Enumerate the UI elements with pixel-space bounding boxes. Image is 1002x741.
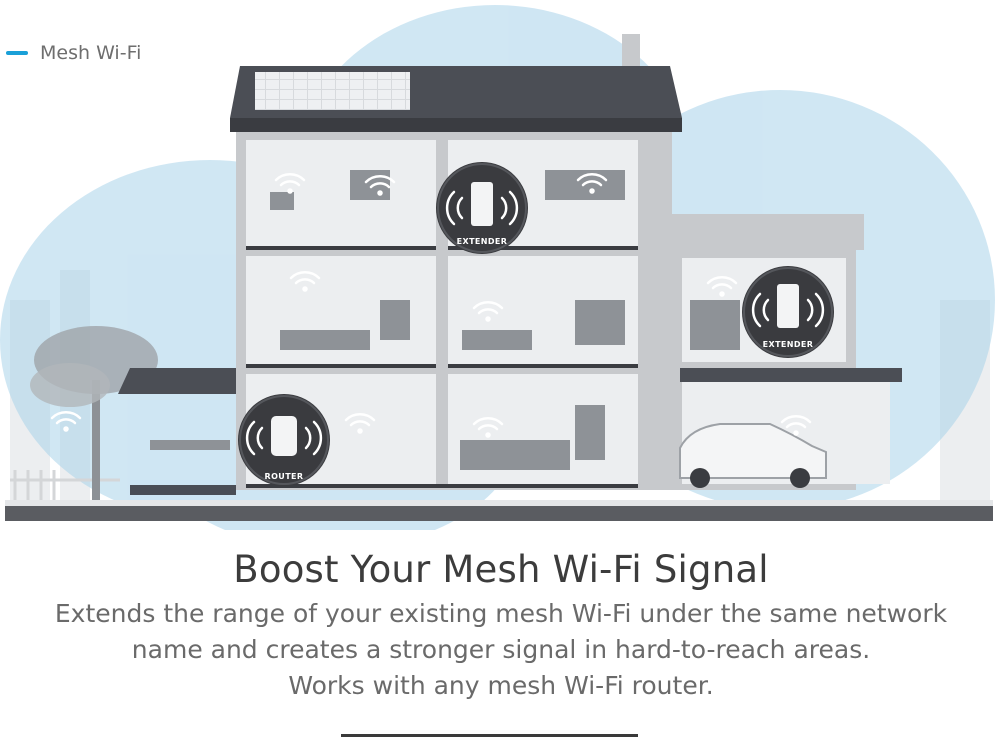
- description-line-1: Extends the range of your existing mesh …: [54, 599, 948, 628]
- extender-label-garage: EXTENDER: [763, 340, 814, 349]
- legend-label: Mesh Wi-Fi: [40, 42, 142, 64]
- description-line-3: Works with any mesh Wi-Fi router.: [288, 671, 714, 700]
- router-label: ROUTER: [265, 472, 304, 481]
- house-illustration: EXTENDER EXTENDER ROUTER: [0, 5, 995, 530]
- router-device-icon: [271, 416, 297, 456]
- patio-awning: [118, 368, 236, 394]
- car-icon: [679, 423, 827, 488]
- extender-device-icon: [471, 182, 493, 226]
- annex-roof: [672, 214, 864, 250]
- solar-panel: [255, 72, 410, 110]
- chimney: [622, 34, 640, 68]
- wifi-icons: [50, 173, 812, 438]
- headline: Boost Your Mesh Wi-Fi Signal: [233, 548, 769, 591]
- legend-swatch: [6, 51, 28, 55]
- extender-label-upper: EXTENDER: [457, 237, 508, 246]
- legend: Mesh Wi-Fi: [6, 42, 141, 64]
- extender-device-icon: [777, 284, 799, 328]
- extender-badge-garage: EXTENDER: [742, 266, 834, 358]
- extender-badge-upper: EXTENDER: [436, 162, 528, 254]
- divider: [341, 734, 638, 737]
- router-badge: ROUTER: [238, 394, 330, 486]
- description-line-2: name and creates a stronger signal in ha…: [131, 635, 871, 664]
- description: Extends the range of your existing mesh …: [0, 596, 1002, 704]
- fence: [10, 470, 120, 500]
- ground: [5, 505, 993, 521]
